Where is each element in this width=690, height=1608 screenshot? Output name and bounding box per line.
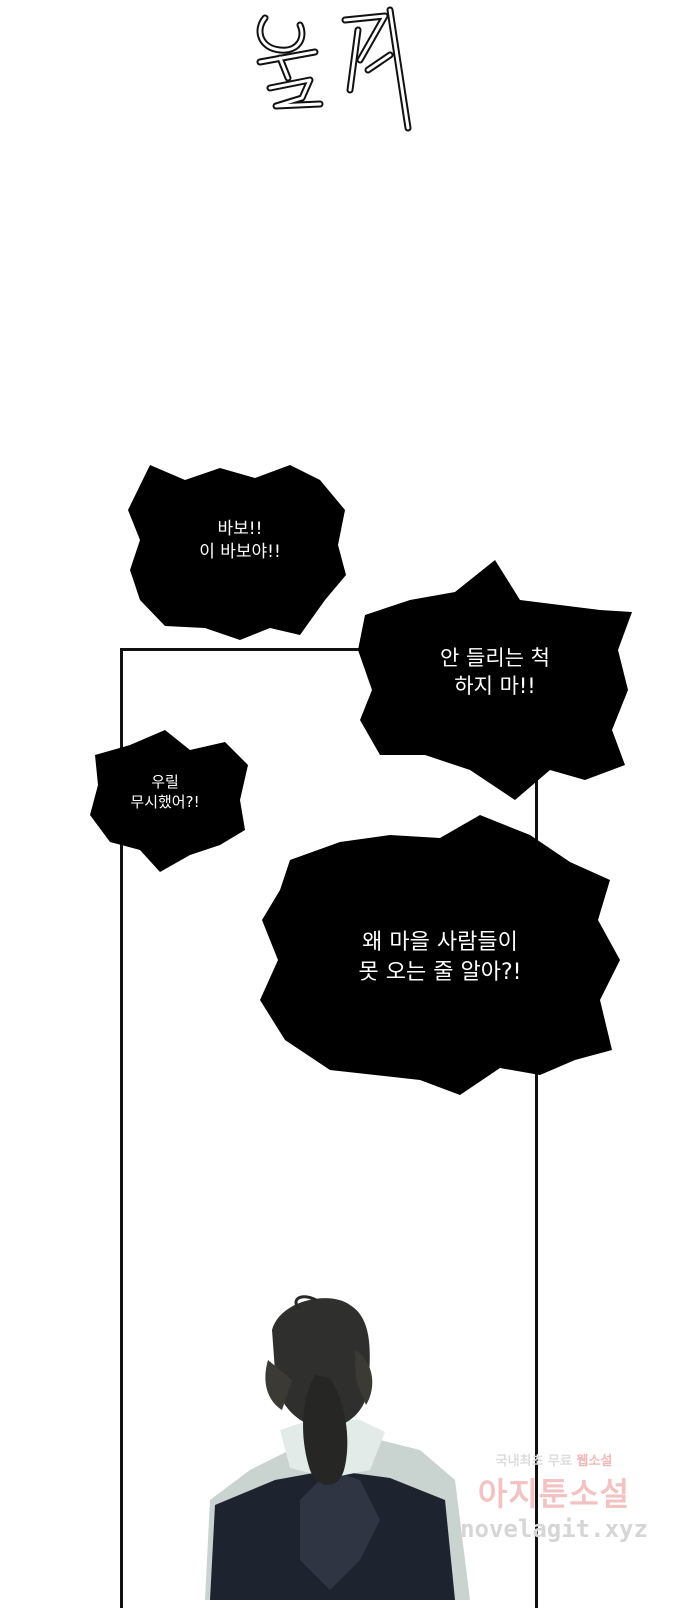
panel-frame xyxy=(120,648,538,1608)
watermark: 국내최초 무료 웹소설 아지툰소설 novelagit.xyz xyxy=(454,1450,654,1543)
speech-bubble-2 xyxy=(358,560,632,800)
bubble-text-1: 바보!! 이 바보야!! xyxy=(199,519,281,562)
speech-bubble-1 xyxy=(128,465,346,640)
watermark-line-1: 국내최초 무료 웹소설 xyxy=(495,1454,613,1469)
bubble-text-4: 왜 마을 사람들이 못 오는 줄 알아?! xyxy=(358,930,522,985)
sound-effect-lettering xyxy=(256,6,412,132)
watermark-line-3: novelagit.xyz xyxy=(460,1515,648,1543)
watermark-line-2: 아지툰소설 xyxy=(477,1475,631,1513)
speech-bubble-3 xyxy=(90,730,248,872)
bubble-text-2: 안 들리는 척 하지 마!! xyxy=(440,646,550,699)
bubble-text-3: 우릴 무시했어?! xyxy=(130,773,200,812)
speech-bubble-4 xyxy=(260,815,620,1095)
